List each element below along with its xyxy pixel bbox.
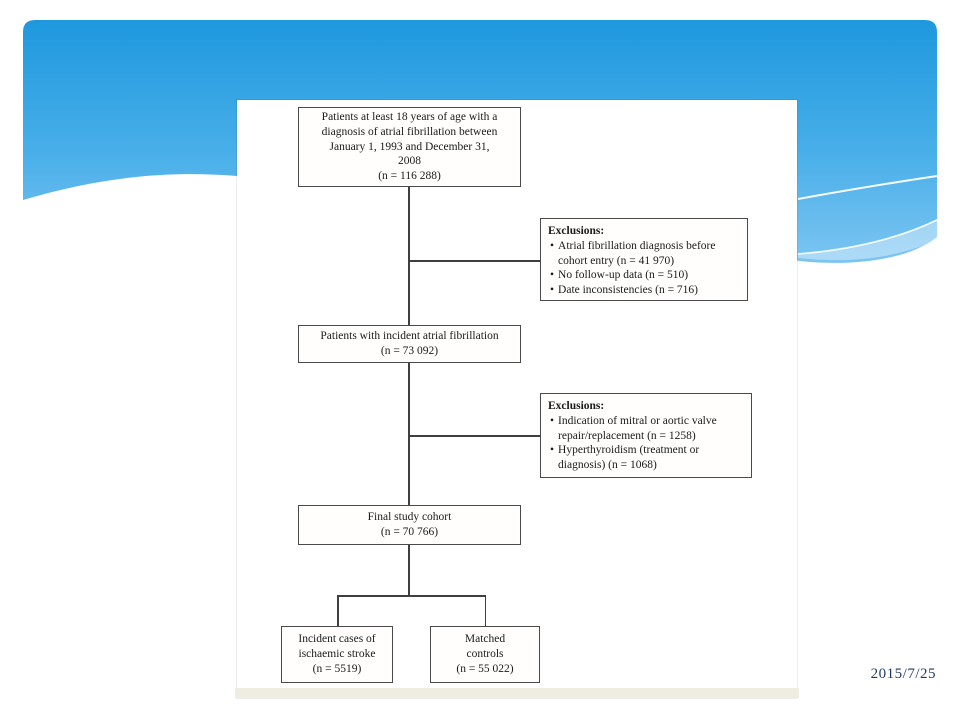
flow-box-eligible-patients: Patients at least 18 years of age with a… [298, 107, 521, 187]
exclusion-item: Hyperthyroidism (treatment or diagnosis)… [548, 443, 744, 473]
connector-split-right [484, 595, 486, 626]
exclusions-heading: Exclusions: [548, 225, 605, 237]
text-line: (n = 70 766) [380, 526, 439, 538]
flow-box-final-cohort: Final study cohort (n = 70 766) [298, 505, 521, 545]
text-line: (n = 5519) [312, 662, 362, 675]
connector-incident-to-final [408, 363, 410, 505]
text-line: Hyperthyroidism (treatment or [558, 444, 700, 457]
exclusions-heading: Exclusions: [548, 400, 605, 412]
exclusion-item: Indication of mitral or aortic valve rep… [548, 414, 744, 444]
text-line: Final study cohort [367, 511, 452, 524]
flow-box-exclusions-2: Exclusions: Indication of mitral or aort… [540, 393, 752, 478]
text-line: ischaemic stroke [298, 648, 376, 661]
swoosh-line-upper [797, 175, 938, 200]
text-line: Matched [464, 633, 506, 646]
slide-date: 2015/7/25 [870, 666, 936, 682]
flow-box-incident-af: Patients with incident atrial fibrillati… [298, 325, 521, 363]
connector-to-exclusions-1 [409, 260, 540, 262]
text-line: diagnosis) (n = 1068) [558, 459, 657, 472]
text-line: cohort entry (n = 41 970) [558, 254, 675, 267]
text-line: Atrial fibrillation diagnosis before [558, 239, 716, 252]
text-line: Patients with incident atrial fibrillati… [320, 330, 499, 343]
text-line: 2008 [398, 155, 421, 168]
text-line: controls [466, 648, 504, 661]
text-line: Date inconsistencies (n = 716) [558, 284, 699, 297]
text-line: Incident cases of [298, 633, 376, 646]
flow-box-exclusions-1: Exclusions: Atrial fibrillation diagnosi… [540, 218, 748, 301]
scan-edge-strip [235, 688, 799, 698]
text-line: diagnosis of atrial fibrillation between [321, 125, 498, 138]
text-line: (n = 55 022) [456, 662, 514, 675]
text-line: No follow-up data (n = 510) [558, 269, 689, 282]
connector-final-to-split [408, 545, 410, 595]
text-line: (n = 73 092) [380, 345, 439, 357]
exclusion-item: Date inconsistencies (n = 716) [548, 283, 740, 298]
text-line: Patients at least 18 years of age with a [321, 111, 498, 123]
figure-panel: Patients at least 18 years of age with a… [235, 100, 799, 698]
connector-split-bar [337, 595, 486, 597]
text-line: repair/replacement (n = 1258) [558, 429, 696, 442]
connector-split-left [337, 595, 339, 626]
text-line: January 1, 1993 and December 31, [329, 140, 490, 153]
connector-eligible-to-incident [408, 187, 410, 325]
exclusion-item: No follow-up data (n = 510) [548, 268, 740, 283]
text-line: (n = 116 288) [378, 170, 441, 183]
flow-box-matched-controls: Matched controls (n = 55 022) [430, 626, 540, 683]
flow-box-stroke-cases: Incident cases of ischaemic stroke (n = … [281, 626, 393, 683]
exclusion-item: Atrial fibrillation diagnosis before coh… [548, 239, 740, 269]
text-line: Indication of mitral or aortic valve [558, 414, 717, 427]
connector-to-exclusions-2 [409, 435, 540, 437]
swoosh-line-lower [797, 219, 938, 255]
